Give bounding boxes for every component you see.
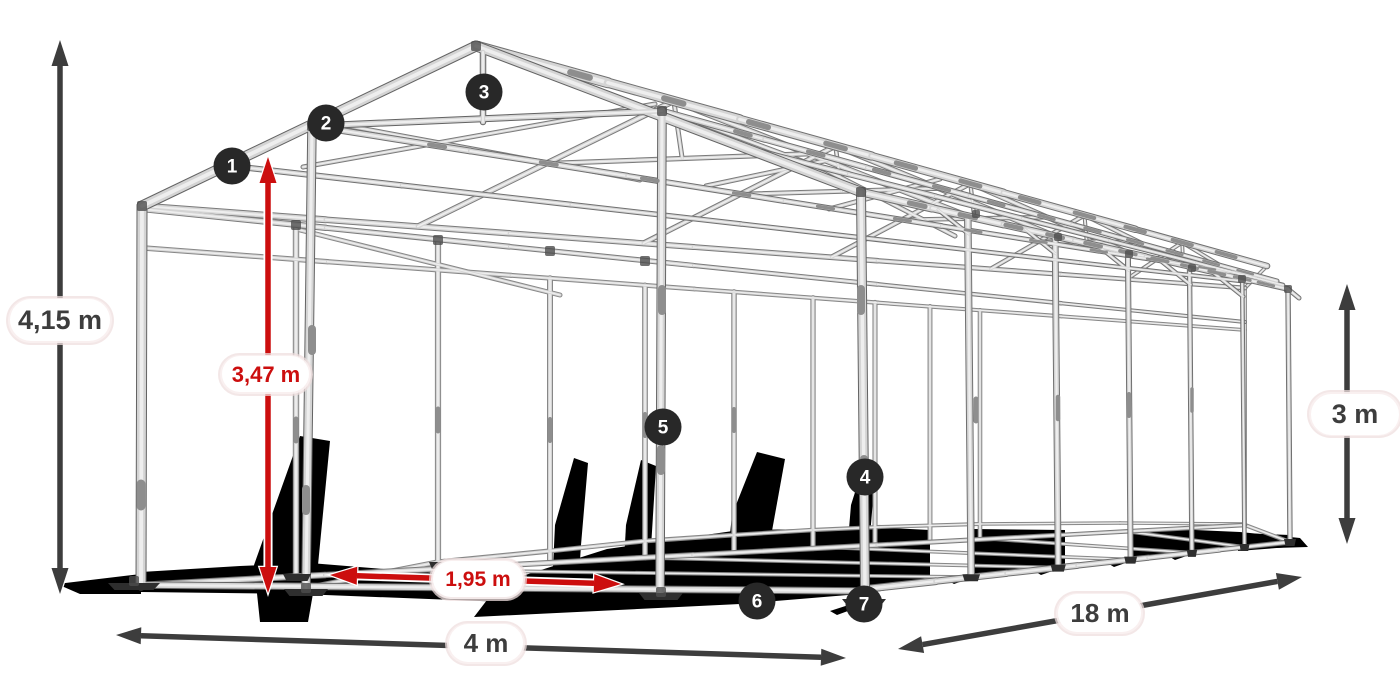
svg-text:18 m: 18 m xyxy=(1070,598,1129,628)
svg-text:2: 2 xyxy=(321,114,332,135)
svg-text:4,15 m: 4,15 m xyxy=(18,305,102,335)
svg-text:3: 3 xyxy=(479,83,490,104)
svg-text:1,95 m: 1,95 m xyxy=(445,568,510,591)
svg-text:7: 7 xyxy=(859,595,870,616)
svg-text:5: 5 xyxy=(658,418,669,439)
svg-text:4 m: 4 m xyxy=(464,628,509,658)
svg-text:6: 6 xyxy=(752,592,763,613)
svg-text:3 m: 3 m xyxy=(1332,399,1379,429)
svg-text:3,47 m: 3,47 m xyxy=(232,362,301,387)
svg-text:4: 4 xyxy=(860,468,871,489)
svg-text:1: 1 xyxy=(227,157,238,178)
